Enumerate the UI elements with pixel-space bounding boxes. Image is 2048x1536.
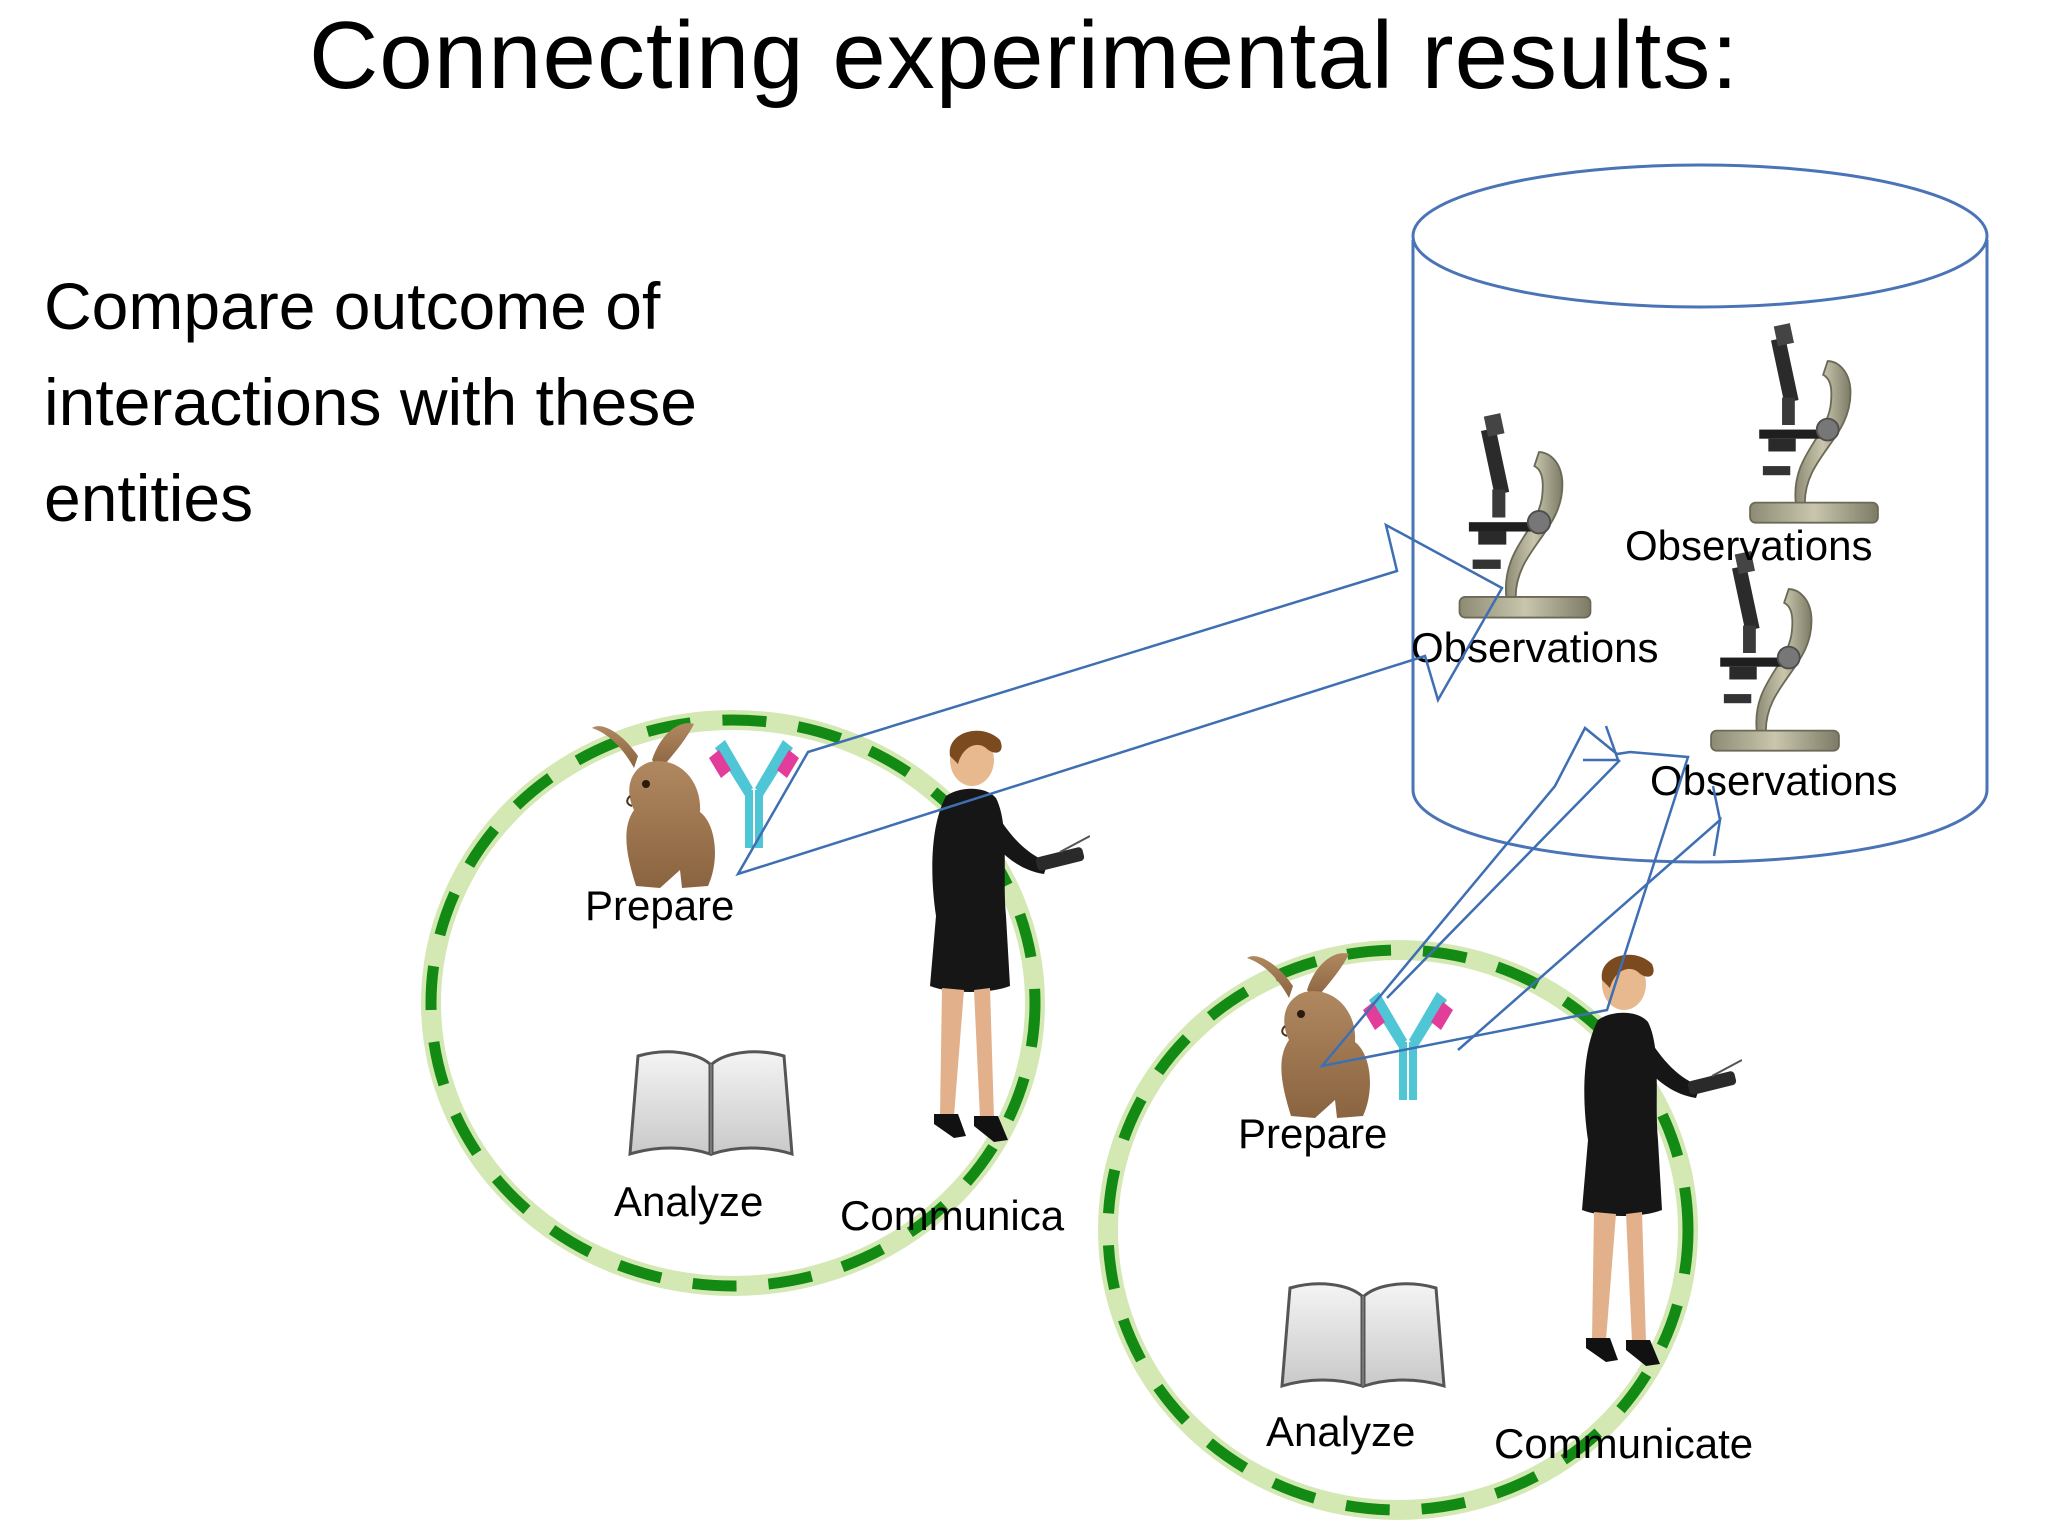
book-icon bbox=[1280, 1282, 1446, 1388]
experiment-circle-1 bbox=[421, 710, 1045, 1296]
experiment-circle-2 bbox=[1098, 940, 1698, 1520]
observations-label-3: Observations bbox=[1650, 757, 1897, 804]
body-line-1: Compare outcome of bbox=[44, 269, 661, 343]
antibody-icon bbox=[1363, 992, 1453, 1100]
arrow-experiment-2-to-repository bbox=[1318, 726, 1690, 1068]
observations-label-2: Observations bbox=[1411, 624, 1658, 671]
communicate-label-2: Communicate bbox=[1494, 1420, 1753, 1467]
arrow-experiment-1-to-repository bbox=[735, 522, 1504, 877]
arrow-experiment-2-head-b bbox=[1457, 785, 1722, 1051]
prepare-label-1: Prepare bbox=[585, 882, 734, 929]
antibody-icon bbox=[709, 740, 799, 848]
analyze-label-1: Analyze bbox=[614, 1178, 763, 1225]
body-line-3: entities bbox=[44, 461, 254, 535]
researcher-figure bbox=[1581, 953, 1742, 1367]
body-line-2: interactions with these bbox=[44, 365, 698, 439]
communicate-label-1: Communica bbox=[840, 1192, 1065, 1239]
arrow-experiment-2-head-a bbox=[1386, 725, 1621, 999]
observations-label-1: Observations bbox=[1625, 522, 1872, 569]
researcher-figure bbox=[929, 729, 1090, 1143]
analyze-label-2: Analyze bbox=[1266, 1408, 1415, 1455]
slide-body-text: Compare outcome of interactions with the… bbox=[44, 258, 944, 546]
slide-title: Connecting experimental results: bbox=[308, 2, 1740, 109]
book-icon bbox=[628, 1050, 794, 1156]
prepare-label-2: Prepare bbox=[1238, 1110, 1387, 1157]
